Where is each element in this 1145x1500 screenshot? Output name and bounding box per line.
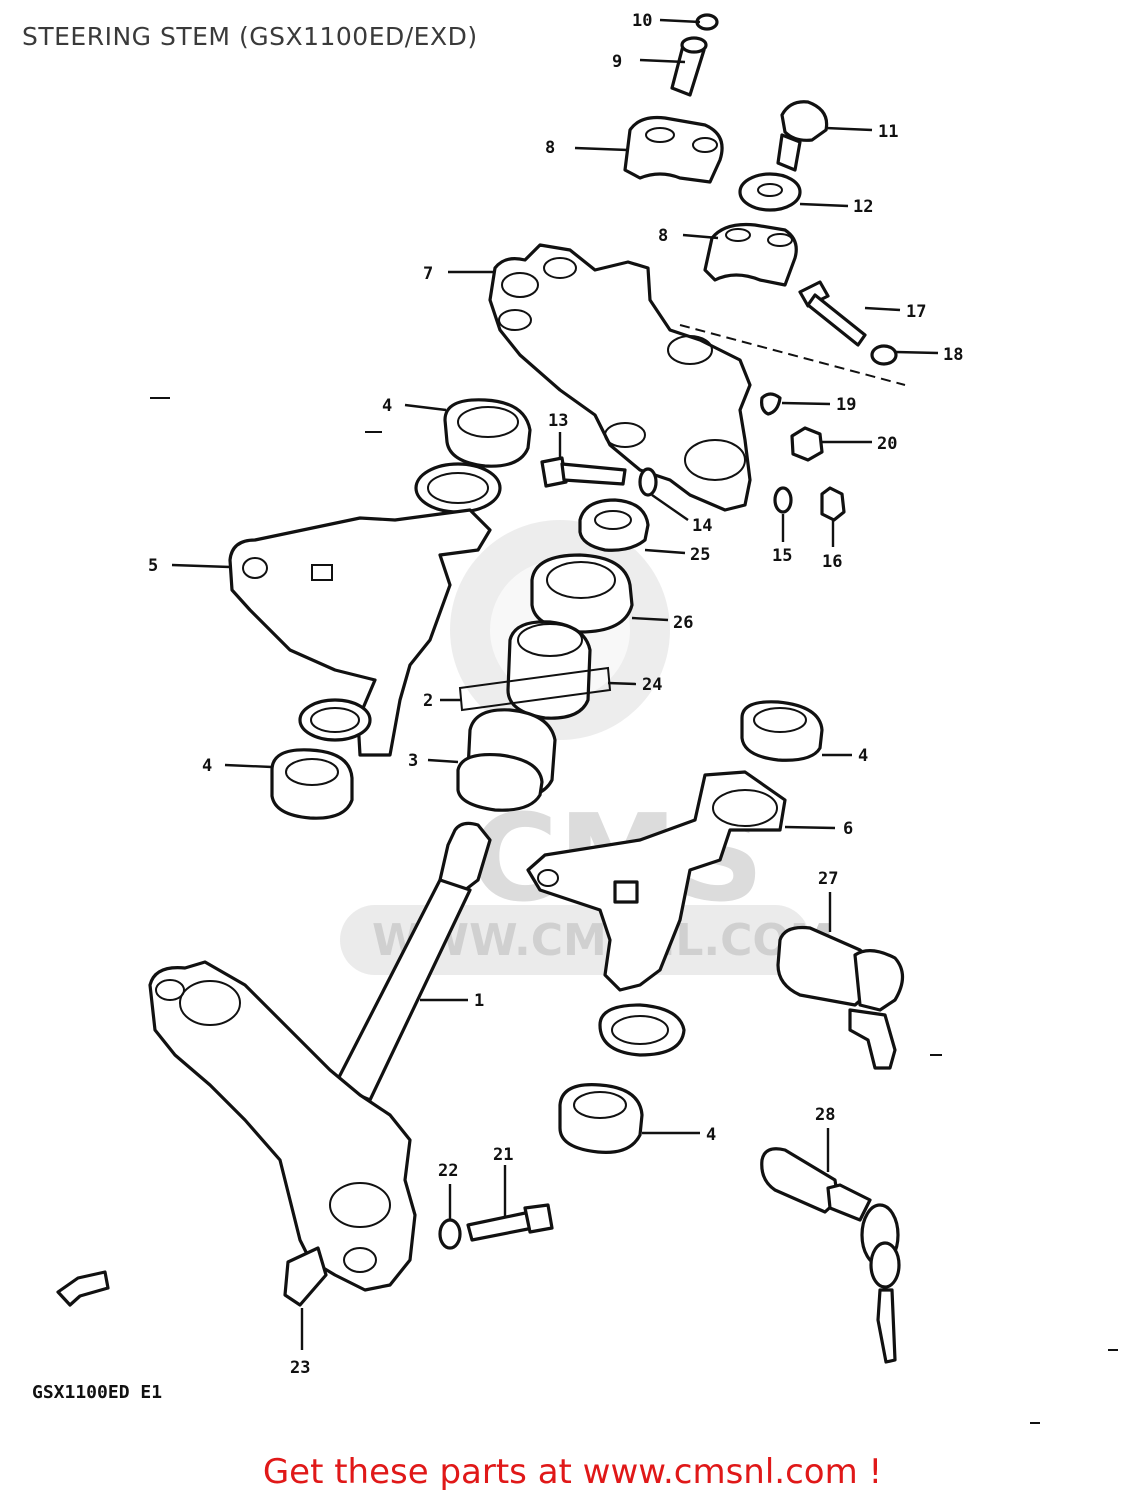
part-4-bottom-seal — [558, 1083, 644, 1154]
callout-10: 10 — [632, 11, 652, 31]
callouts: 10 9 11 8 12 8 7 17 18 4 19 13 20 14 15 … — [148, 11, 963, 1378]
part-3-race — [456, 752, 544, 812]
direction-arrow — [56, 1270, 110, 1307]
part-4-upper-seal — [443, 398, 532, 468]
part-17-bolt — [798, 280, 867, 347]
callout-27: 27 — [818, 869, 838, 889]
callout-4-upper: 4 — [382, 396, 392, 416]
footer-link[interactable]: Get these parts at www.cmsnl.com ! — [262, 1452, 883, 1492]
callout-8-upper: 8 — [545, 138, 555, 158]
part-20-nut — [790, 426, 824, 462]
page-title: STEERING STEM (GSX1100ED/EXD) — [22, 22, 478, 51]
callout-12: 12 — [853, 197, 873, 217]
part-9-bolt — [670, 36, 708, 97]
part-12-washer — [738, 172, 802, 212]
callout-11: 11 — [878, 122, 898, 142]
callout-22: 22 — [438, 1161, 458, 1181]
callout-18: 18 — [943, 345, 963, 365]
callout-4-right: 4 — [858, 746, 868, 766]
callout-9: 9 — [612, 52, 622, 72]
part-4-right-seal — [740, 700, 824, 762]
part-13-bolt — [540, 456, 627, 488]
part-23 — [283, 1246, 328, 1307]
part-8-upper-clamp — [623, 115, 724, 184]
callout-26: 26 — [673, 613, 693, 633]
callout-25: 25 — [690, 545, 710, 565]
callout-21: 21 — [493, 1145, 513, 1165]
axis-line — [679, 324, 906, 386]
callout-19: 19 — [836, 395, 856, 415]
part-11-bolt — [776, 100, 829, 172]
callout-8-lower: 8 — [658, 226, 668, 246]
part-8-lower-clamp — [703, 222, 798, 287]
callout-4-bottom: 4 — [706, 1125, 716, 1145]
callout-24: 24 — [642, 675, 662, 695]
callout-14: 14 — [692, 516, 712, 536]
stray-marks — [150, 397, 1118, 1424]
part-28-key — [760, 1147, 901, 1364]
callout-20: 20 — [877, 434, 897, 454]
callout-1: 1 — [474, 991, 484, 1011]
part-7-upper-bracket — [488, 243, 752, 512]
part-21-bolt — [466, 1203, 554, 1242]
part-15-washer — [773, 486, 793, 514]
callout-28: 28 — [815, 1105, 835, 1125]
part-22-washer — [438, 1218, 462, 1250]
part-18-washer — [870, 344, 898, 366]
callout-3: 3 — [408, 751, 418, 771]
part-25-nut — [578, 498, 650, 552]
callout-7: 7 — [423, 264, 433, 284]
callout-17: 17 — [906, 302, 926, 322]
callout-15: 15 — [772, 546, 792, 566]
callout-6: 6 — [843, 819, 853, 839]
model-code: GSX1100ED E1 — [32, 1382, 162, 1403]
part-27-lock — [776, 925, 905, 1070]
part-16-nut — [820, 486, 846, 522]
part-6-bracket — [526, 770, 787, 1057]
lower-bracket — [148, 960, 417, 1292]
callout-4-left: 4 — [202, 756, 212, 776]
ring-upper — [414, 462, 502, 514]
callout-23: 23 — [290, 1358, 310, 1378]
callout-13: 13 — [548, 411, 568, 431]
part-4-left-seal — [270, 748, 354, 820]
part-19-clip — [760, 392, 782, 416]
callout-2: 2 — [423, 691, 433, 711]
part-5-bracket — [228, 508, 492, 757]
part-14-washer — [638, 467, 658, 497]
part-1-stem — [333, 821, 492, 1102]
ring-lower-left — [298, 698, 372, 742]
callout-5: 5 — [148, 556, 158, 576]
callout-16: 16 — [822, 552, 842, 572]
